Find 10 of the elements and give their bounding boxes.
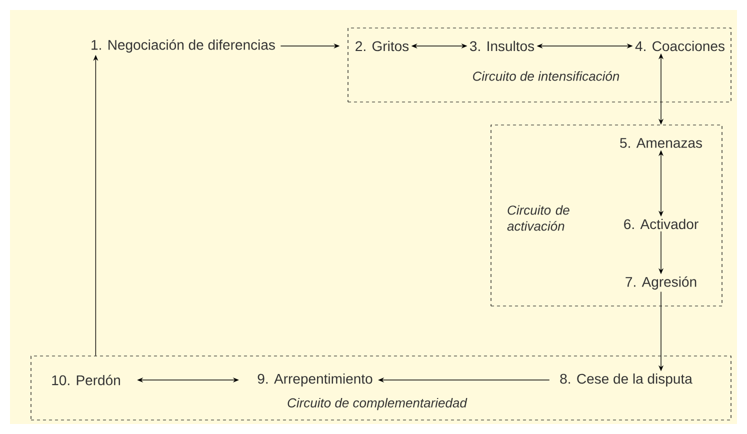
step-label: 4. Coacciones — [635, 40, 724, 52]
step-label: 5. Amenazas — [620, 138, 702, 148]
step-label: 8. Cese de la disputa — [560, 373, 692, 387]
step-label: 10. Perdón — [52, 374, 120, 386]
step-label: 9. Arrepentimiento — [258, 373, 372, 387]
step-label: 3. Insultos — [470, 40, 534, 52]
step-label: 1. Negociación de diferencias — [92, 39, 275, 53]
step-label: 2. Gritos — [356, 40, 409, 52]
step-label: 7. Agresión — [626, 276, 696, 290]
step-label: 6. Activador — [624, 218, 698, 230]
